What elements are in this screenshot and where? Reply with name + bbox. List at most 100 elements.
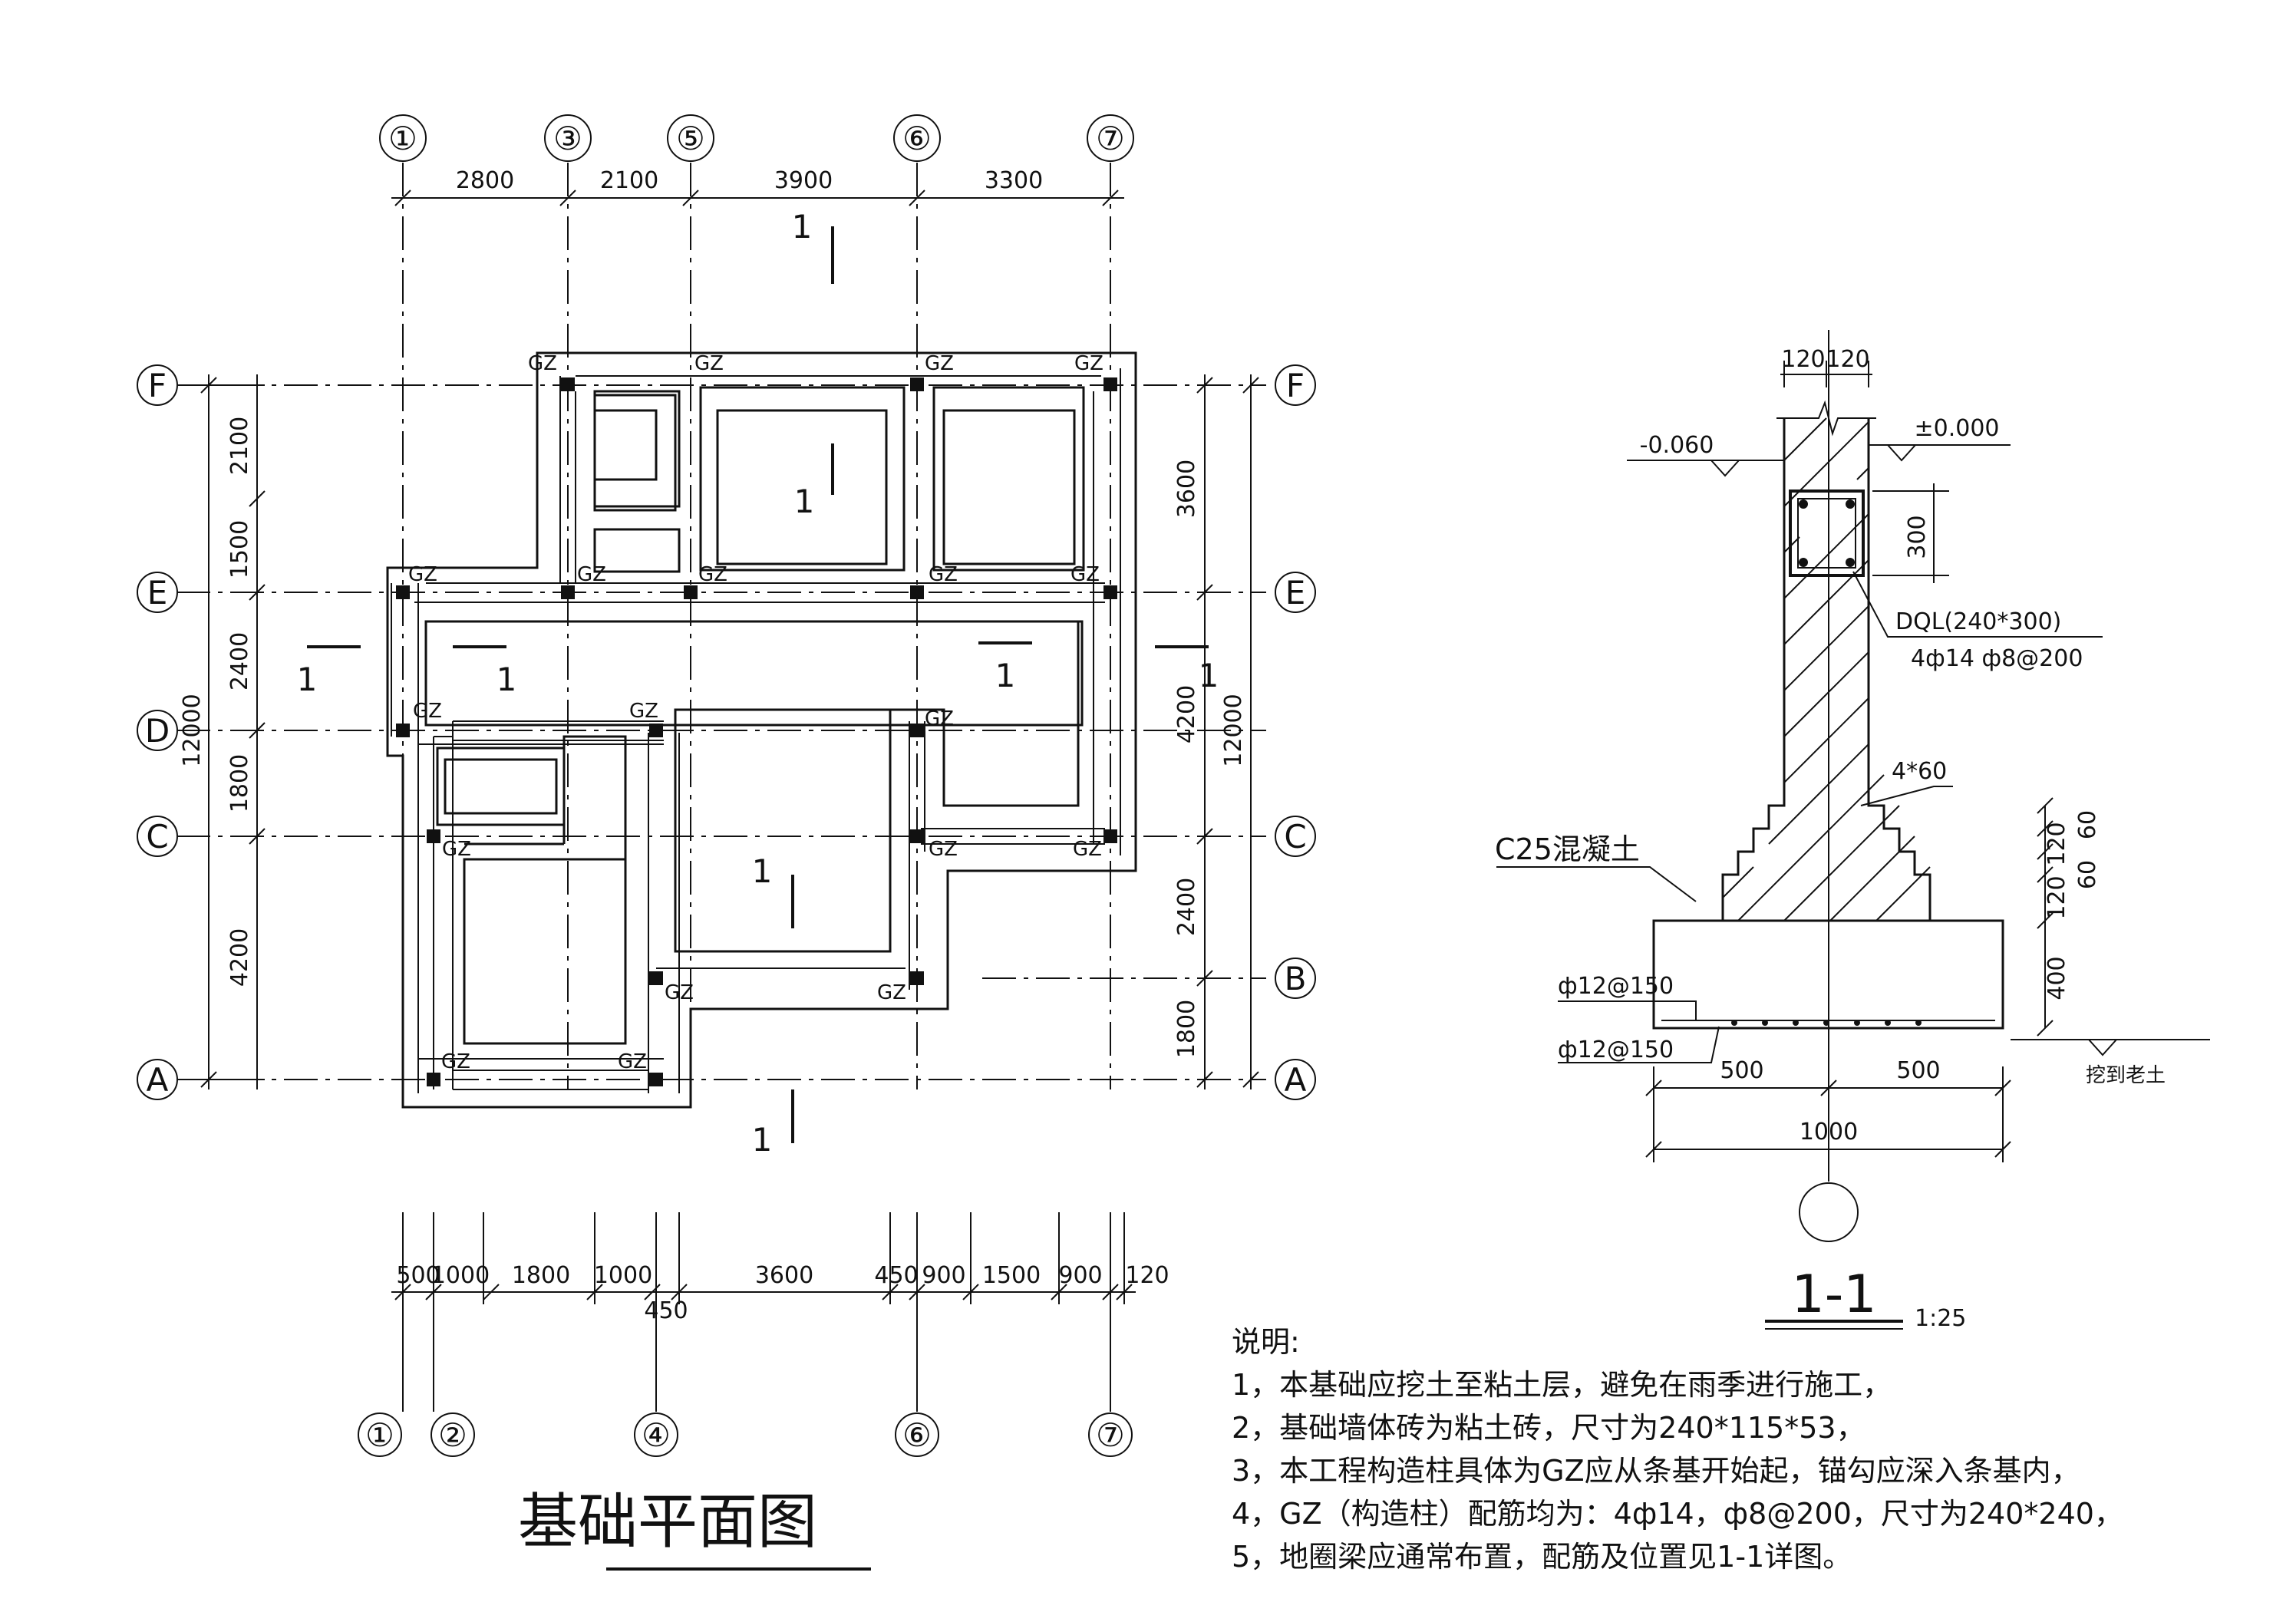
svg-text:1: 1 [792,208,813,246]
dim-label: 3600 [755,1262,813,1289]
svg-text:1: 1 [752,852,773,890]
dim-label: 400 [2044,956,2070,1000]
dim-label: 1800 [512,1262,570,1289]
axis-bubble: A [1275,1059,1316,1100]
svg-text:GZ: GZ [528,352,557,375]
left-dimension-line: 2100 1500 2400 1800 4200 12000 [179,374,266,1089]
gz-columns [396,377,1117,1086]
dim-label: 2400 [226,632,253,691]
level-right-label: ±0.000 [1914,415,1999,442]
bottom-dimension-line: 500 1000 1800 1000 3600 450 900 1500 900… [391,1212,1169,1324]
soil-label: 挖到老土 [2086,1064,2166,1087]
note-line: 1，本基础应挖土至粘土层，避免在雨季进行施工， [1232,1368,1892,1402]
concrete-label: C25混凝土 [1495,832,1640,866]
dim-label: 4200 [226,928,253,987]
axis-bubble: ① [379,114,427,162]
dim-label: 1800 [226,754,253,813]
axis-bubble: ④ [634,1412,678,1457]
note-line: 4，GZ（构造柱）配筋均为：4ф14，ф8@200，尺寸为240*240， [1232,1497,2123,1531]
axis-bubble: ⑥ [893,114,941,162]
level-left-label: -0.060 [1640,432,1714,459]
svg-text:C: C [1284,818,1306,855]
svg-text:GZ: GZ [925,707,954,730]
svg-text:GZ: GZ [413,700,442,723]
svg-text:GZ: GZ [1073,838,1102,861]
axis-bubble: D [137,710,178,751]
svg-text:⑤: ⑤ [676,120,705,157]
axis-bubble: A [137,1059,178,1100]
svg-text:B: B [1285,960,1307,997]
svg-text:GZ: GZ [929,563,958,586]
svg-text:GZ: GZ [698,563,727,586]
svg-text:GZ: GZ [694,352,724,375]
axis-bubble: F [1275,364,1316,406]
dim-label: 1000 [594,1262,652,1289]
axis-bubble: ③ [544,114,592,162]
svg-text:GZ: GZ [925,352,954,375]
dim-label: 500 [1896,1057,1940,1084]
dim-label: 120 [2044,822,2070,865]
step-label: 4*60 [1892,758,1947,785]
axis-bubble: ⑦ [1088,1412,1133,1457]
top-axis-bubbles: ① ③ ⑤ ⑥ ⑦ [379,114,1134,162]
axis-bubble: ② [430,1412,475,1457]
dim-label: 3900 [774,167,833,194]
dim-label: 900 [1058,1262,1102,1289]
section-scale: 1:25 [1915,1305,1966,1332]
axis-bubble: ⑥ [895,1412,939,1457]
svg-text:②: ② [438,1416,467,1454]
svg-text:GZ: GZ [1070,563,1100,586]
dim-label: 120 [1826,346,1869,373]
dim-label: 2100 [600,167,658,194]
dim-label: 500 [396,1262,440,1289]
dim-label: 120 [1125,1262,1169,1289]
svg-text:GZ: GZ [441,1050,470,1073]
svg-text:E: E [1285,574,1306,611]
svg-text:GZ: GZ [929,838,958,861]
section-cut-markers: 1 1 1 1 1 1 1 1 [297,208,1219,1159]
dim-label: 2100 [226,417,253,475]
note-line: 2，基础墙体砖为粘土砖，尺寸为240*115*53， [1232,1411,1866,1445]
dim-label: 2400 [1173,878,1200,936]
svg-text:1: 1 [752,1121,773,1159]
svg-text:⑥: ⑥ [902,120,932,157]
beam-rebar-label: 4ф14 ф8@200 [1911,645,2083,672]
dim-label: 450 [644,1297,688,1324]
svg-text:GZ: GZ [577,563,606,586]
axis-bubble: ⑤ [667,114,714,162]
axis-bubble: B [1275,958,1316,999]
dim-label: 1000 [431,1262,490,1289]
svg-text:④: ④ [642,1416,671,1454]
top-dimension-line: 2800 2100 3900 3300 [391,167,1124,206]
axis-bubble: ① [358,1412,402,1457]
dim-label: 3300 [985,167,1043,194]
svg-text:E: E [147,574,168,611]
section-title: 1-1 [1791,1264,1876,1325]
left-axis-bubbles: F E D C A [137,364,178,1100]
svg-text:A: A [147,1061,169,1099]
dim-total-left: 12000 [179,694,206,766]
notes-block: 说明: 1，本基础应挖土至粘土层，避免在雨季进行施工， 2，基础墙体砖为粘土砖，… [1232,1325,2123,1574]
gz-labels: GZ GZ GZ GZ GZ GZ GZ GZ GZ GZ GZ GZ GZ G… [408,352,1103,1073]
right-dimension-line: 3600 4200 2400 1800 12000 [1173,374,1259,1089]
svg-text:GZ: GZ [877,981,906,1004]
axis-bubble: E [137,572,178,613]
svg-text:GZ: GZ [629,700,658,723]
dim-label: 450 [874,1262,918,1289]
right-axis-bubbles: F E C B A [1275,364,1316,1100]
dim-label: 60 [2074,810,2101,839]
dim-label: 900 [922,1262,965,1289]
plan-title: 基础平面图 [518,1488,817,1557]
section-detail: 120 120 [1495,330,2210,1332]
svg-text:F: F [1286,367,1305,404]
dim-label: 3600 [1173,460,1200,518]
dim-label: 1800 [1173,1000,1200,1058]
note-line: 5，地圈梁应通常布置，配筋及位置见1-1详图。 [1232,1540,1852,1574]
dim-label: 120 [2044,875,2070,919]
beam-height-label: 300 [1904,515,1931,559]
dim-label: 60 [2074,860,2101,889]
svg-text:⑦: ⑦ [1096,1416,1125,1454]
svg-text:GZ: GZ [408,563,437,586]
svg-text:1: 1 [1199,657,1219,694]
